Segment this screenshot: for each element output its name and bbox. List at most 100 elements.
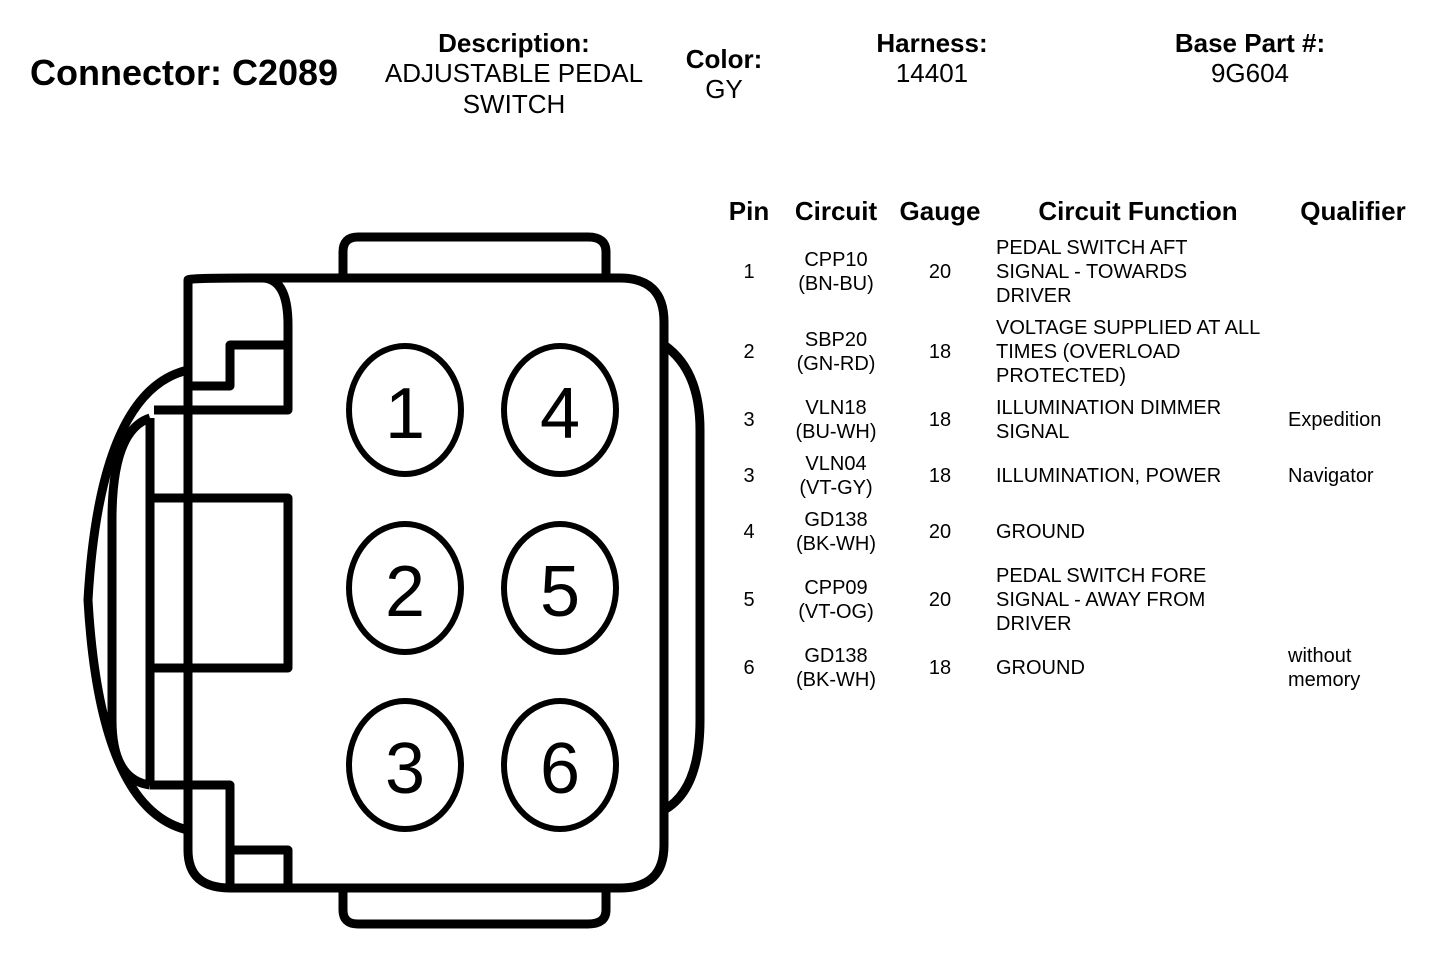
table-row: 3 VLN04(VT-GY) 18 ILLUMINATION, POWER Naviga… [718,448,1418,504]
top-latch-tab [338,232,611,278]
header-circuit-function: Circuit Function [1038,195,1238,226]
circuit-cell-line: CPP10 [804,249,868,271]
circuit-function-cell-line: SIGNAL [996,421,1070,443]
circuit-cell-line: SBP20 [804,329,868,351]
table-header-row: Pin Circuit Gauge Circuit Function Quali… [718,190,1418,232]
color-value: GY [705,74,743,104]
gauge-cell-line: 18 [928,341,952,363]
circuit-function-cell-line: PEDAL SWITCH AFT [996,237,1188,259]
gauge-cell-line: 18 [928,409,952,431]
pin-cell-line: 1 [743,261,755,283]
circuit-cell: VLN04(VT-GY) [780,448,892,504]
base-part-value: 9G604 [1210,58,1290,88]
circuit-cell: CPP09(VT-OG) [780,560,892,640]
circuit-function-cell-line: PEDAL SWITCH FORE [996,565,1207,587]
circuit-function-cell-line: SIGNAL - AWAY FROM [996,589,1206,611]
bottom-latch-tab [338,888,611,929]
pin-number-label: 1 [385,374,425,454]
header-pin: Pin [728,195,770,226]
harness-block: Harness: 14401 [832,28,1032,89]
description-label: Description: [438,28,590,58]
qualifier-cell-line: Navigator [1288,465,1374,487]
circuit-function-cell-line: SIGNAL - TOWARDS [996,261,1188,283]
pin-table: Pin Circuit Gauge Circuit Function Quali… [718,190,1418,696]
circuit-function-cell: GROUND [988,640,1288,696]
circuit-function-cell-line: GROUND [996,521,1085,543]
left-lock-block [150,493,293,673]
circuit-cell: CPP10(BN-BU) [780,232,892,312]
pin-cell: 5 [718,560,780,640]
circuit-cell-line: (BK-WH) [796,669,876,691]
circuit-cell-line: (BU-WH) [795,421,877,443]
circuit-cell-line: (BN-BU) [798,273,874,295]
pin-number-label: 2 [385,552,425,632]
header-qualifier: Qualifier [1300,195,1406,226]
harness-label: Harness: [876,28,988,58]
circuit-function-cell-line: DRIVER [996,285,1072,307]
qualifier-cell-line: memory [1288,669,1361,691]
circuit-function-cell-line: DRIVER [996,613,1072,635]
pin-cell-line: 6 [743,657,755,679]
circuit-function-cell-line: GROUND [996,657,1085,679]
pin-cell-line: 2 [743,341,755,363]
pin-cavity-3 [346,698,464,832]
gauge-cell-line: 18 [928,657,952,679]
pin-number-label: 6 [540,729,580,809]
qualifier-cell-line: without [1288,645,1352,667]
pin-cell: 2 [718,312,780,392]
qualifier-cell: Expedition [1288,392,1418,448]
connector-body-outline [183,273,669,893]
circuit-function-cell-line: ILLUMINATION, POWER [996,465,1222,487]
left-handle-outer [83,365,190,835]
gauge-cell: 18 [892,448,988,504]
base-part-block: Base Part #: 9G604 [1130,28,1370,89]
pin-cavity-1 [346,343,464,477]
pin-cell: 3 [718,448,780,504]
header-gauge: Gauge [899,195,981,226]
qualifier-cell: Navigator [1288,448,1418,504]
circuit-cell-line: VLN04 [805,453,867,475]
description-block: Description: ADJUSTABLE PEDAL SWITCH [366,28,662,120]
pin-cell: 6 [718,640,780,696]
circuit-function-cell-line: VOLTAGE SUPPLIED AT ALL [996,317,1261,339]
gauge-cell: 20 [892,504,988,560]
pin-cavity-6 [501,698,619,832]
pin-cavity-5 [501,521,619,655]
pin-cell-line: 3 [743,465,755,487]
color-label: Color: [685,44,763,74]
gauge-cell-line: 20 [928,261,952,283]
circuit-cell-line: (VT-OG) [798,601,874,623]
circuit-cell: VLN18(BU-WH) [780,392,892,448]
right-side-bump [661,341,705,814]
gauge-cell: 18 [892,392,988,448]
pin-number-label: 5 [540,552,580,632]
pin-cell-line: 5 [743,589,755,611]
pin-cell: 3 [718,392,780,448]
pin-cavity-2 [346,521,464,655]
circuit-cell-line: GD138 [804,509,868,531]
left-handle-inner [107,413,152,790]
gauge-cell-line: 18 [928,465,952,487]
circuit-function-cell-line: ILLUMINATION DIMMER [996,397,1222,419]
circuit-function-cell: ILLUMINATION, POWER [988,448,1288,504]
circuit-cell-line: GD138 [804,645,868,667]
circuit-cell: GD138(BK-WH) [780,504,892,560]
color-block: Color: GY [664,44,784,105]
left-lower-bar [150,780,235,850]
circuit-cell-line: CPP09 [804,577,868,599]
circuit-cell: SBP20(GN-RD) [780,312,892,392]
pin-cell: 1 [718,232,780,312]
circuit-cell-line: (VT-GY) [799,477,873,499]
description-value-line2: SWITCH [462,89,566,119]
